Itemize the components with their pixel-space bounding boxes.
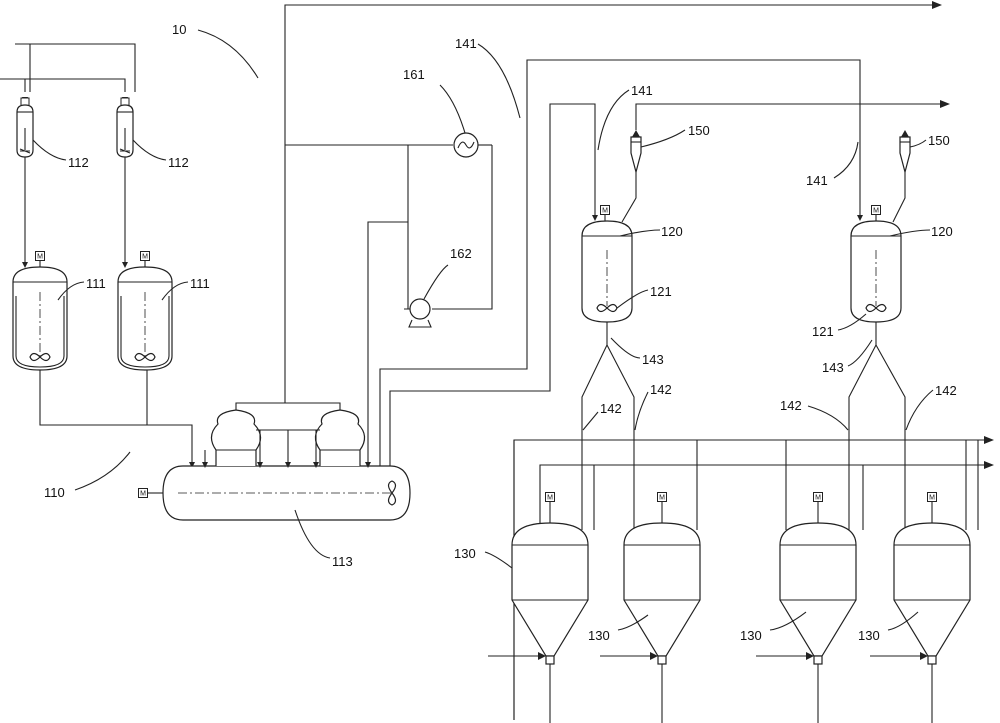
tank-130-3: 130 <box>740 493 856 723</box>
feed-tank-112-left <box>17 98 33 157</box>
label-111-right: 111 <box>190 276 210 291</box>
label-121-left: 121 <box>650 284 672 299</box>
label-141-a: 141 <box>455 36 477 51</box>
label-142-a: 142 <box>600 401 622 416</box>
feed-tank-112-right <box>117 98 133 157</box>
label-142-b: 142 <box>650 382 672 397</box>
tank-130-2: 130 <box>588 493 700 723</box>
reactor-111-left <box>13 252 67 371</box>
pump-162: 162 <box>404 246 472 327</box>
reactor-111-right <box>118 252 172 371</box>
label-10: 10 <box>172 22 186 37</box>
label-150-left: 150 <box>688 123 710 138</box>
kettle-120-right: 120 121 <box>812 206 953 340</box>
label-141-c: 141 <box>806 173 828 188</box>
label-142-d: 142 <box>935 383 957 398</box>
label-150-right: 150 <box>928 133 950 148</box>
label-110: 110 <box>44 485 65 500</box>
label-120-left: 120 <box>661 224 683 239</box>
tank-130-1: 130 <box>454 493 588 723</box>
lines-111-to-113 <box>40 370 195 468</box>
leader-112: 112 112 <box>33 140 189 170</box>
label-120-right: 120 <box>931 224 953 239</box>
label-110-group: 110 <box>44 452 130 500</box>
label-162: 162 <box>450 246 472 261</box>
horizontal-vessel-113 <box>139 403 411 520</box>
label-130-3: 130 <box>740 628 762 643</box>
kettle-120-left: 120 121 <box>582 206 683 323</box>
vapor-line-10 <box>285 1 942 403</box>
label-112-left: 112 <box>68 155 89 170</box>
separator-150-right: 150 <box>893 130 950 222</box>
label-10-group: 10 <box>172 22 258 78</box>
label-130-1: 130 <box>454 546 476 561</box>
label-141-b: 141 <box>631 83 653 98</box>
label-143-left: 143 <box>642 352 664 367</box>
label-143-right: 143 <box>822 360 844 375</box>
label-130-4: 130 <box>858 628 880 643</box>
heat-exchanger-161: 161 <box>403 67 492 309</box>
label-113: 113 <box>332 554 353 569</box>
label-130-2: 130 <box>588 628 610 643</box>
label-111-left: 111 <box>86 276 106 291</box>
label-161: 161 <box>403 67 425 82</box>
label-121-right: 121 <box>812 324 834 339</box>
tank-130-4: 130 <box>858 493 970 723</box>
label-112-right: 112 <box>168 155 189 170</box>
leader-141: 141 141 141 <box>455 36 858 188</box>
label-142-c: 142 <box>780 398 802 413</box>
separator-150-left: 150 <box>622 100 950 222</box>
feed-lines-112 <box>0 44 135 103</box>
